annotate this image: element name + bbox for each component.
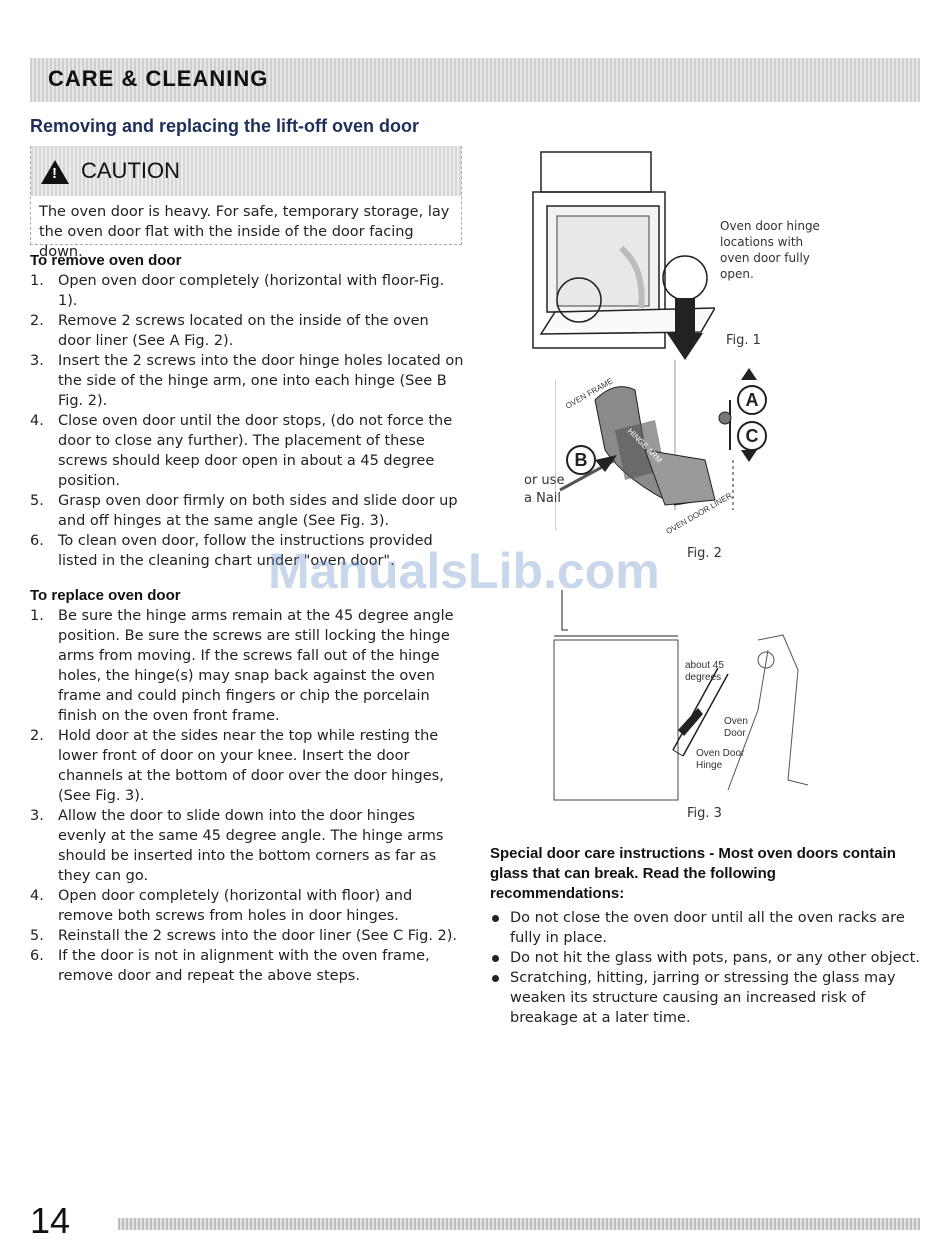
remove-step: 4.Close oven door until the door stops, … xyxy=(30,413,453,489)
replace-heading: To replace oven door xyxy=(30,587,181,604)
fig1-note: Oven door hinge locations with oven door… xyxy=(720,219,820,281)
remove-step: 5.Grasp oven door firmly on both sides a… xyxy=(30,493,458,529)
bullet-icon xyxy=(492,955,499,962)
fig1-label: Fig. 1 xyxy=(726,333,761,348)
remove-step: 2.Remove 2 screws located on the inside … xyxy=(30,313,429,349)
replace-step: 4.Open door completely (horizontal with … xyxy=(30,888,413,924)
replace-step: 6.If the door is not in alignment with t… xyxy=(30,948,430,984)
caution-header: ! CAUTION xyxy=(31,146,461,196)
bullet-item: Do not close the oven door until all the… xyxy=(490,908,920,948)
bullet-item: Scratching, hitting, jarring or stressin… xyxy=(490,968,920,1028)
fig1-oven-illustration xyxy=(532,151,715,360)
section-banner: CARE & CLEANING xyxy=(30,58,920,102)
oven-door-hinge-label: Oven Door Hinge xyxy=(696,748,745,771)
fig3-label: Fig. 3 xyxy=(687,806,722,821)
watermark: ManualsLib.com xyxy=(268,543,660,599)
footer-bar xyxy=(118,1218,920,1230)
oven-door-label: Oven Door xyxy=(724,716,748,739)
warning-icon xyxy=(41,160,69,184)
fig2-label: Fig. 2 xyxy=(687,546,722,561)
fig2-arrows xyxy=(741,368,757,462)
replace-steps: 1.Be sure the hinge arms remain at the 4… xyxy=(30,606,465,986)
replace-step: 5.Reinstall the 2 screws into the door l… xyxy=(30,928,458,944)
special-instructions-heading: Special door care instructions - Most ov… xyxy=(490,845,896,902)
bullet-item: Do not hit the glass with pots, pans, or… xyxy=(490,948,920,968)
page-title: Removing and replacing the lift-off oven… xyxy=(30,116,420,136)
or-use-nail-note: or use a Nail xyxy=(524,473,565,506)
about-45-degrees-label: about 45 degrees xyxy=(685,660,724,683)
remove-steps: 1.Open oven door completely (horizontal … xyxy=(30,271,465,571)
remove-step: 1.Open oven door completely (horizontal … xyxy=(30,273,445,309)
bullet-icon xyxy=(492,975,499,982)
section-title: CARE & CLEANING xyxy=(48,66,269,91)
marker-c: C xyxy=(737,421,767,451)
fig3-door-illustration xyxy=(553,590,809,801)
remove-step: 3.Insert the 2 screws into the door hing… xyxy=(30,353,464,409)
bullet-icon xyxy=(492,915,499,922)
remove-heading: To remove oven door xyxy=(30,252,182,269)
special-instructions-list: Do not close the oven door until all the… xyxy=(490,908,920,1028)
replace-step: 3.Allow the door to slide down into the … xyxy=(30,808,444,884)
marker-b: B xyxy=(566,445,596,475)
caution-box: ! CAUTION The oven door is heavy. For sa… xyxy=(30,146,462,260)
marker-a: A xyxy=(737,385,767,415)
page-number: 14 xyxy=(30,1200,71,1241)
replace-step: 1.Be sure the hinge arms remain at the 4… xyxy=(30,608,454,724)
caution-text: The oven door is heavy. For safe, tempor… xyxy=(39,204,450,260)
remove-step: 6.To clean oven door, follow the instruc… xyxy=(30,533,433,569)
fig2-hinge-illustration xyxy=(555,360,734,530)
caution-title: CAUTION xyxy=(81,158,180,183)
replace-step: 2.Hold door at the sides near the top wh… xyxy=(30,728,444,804)
